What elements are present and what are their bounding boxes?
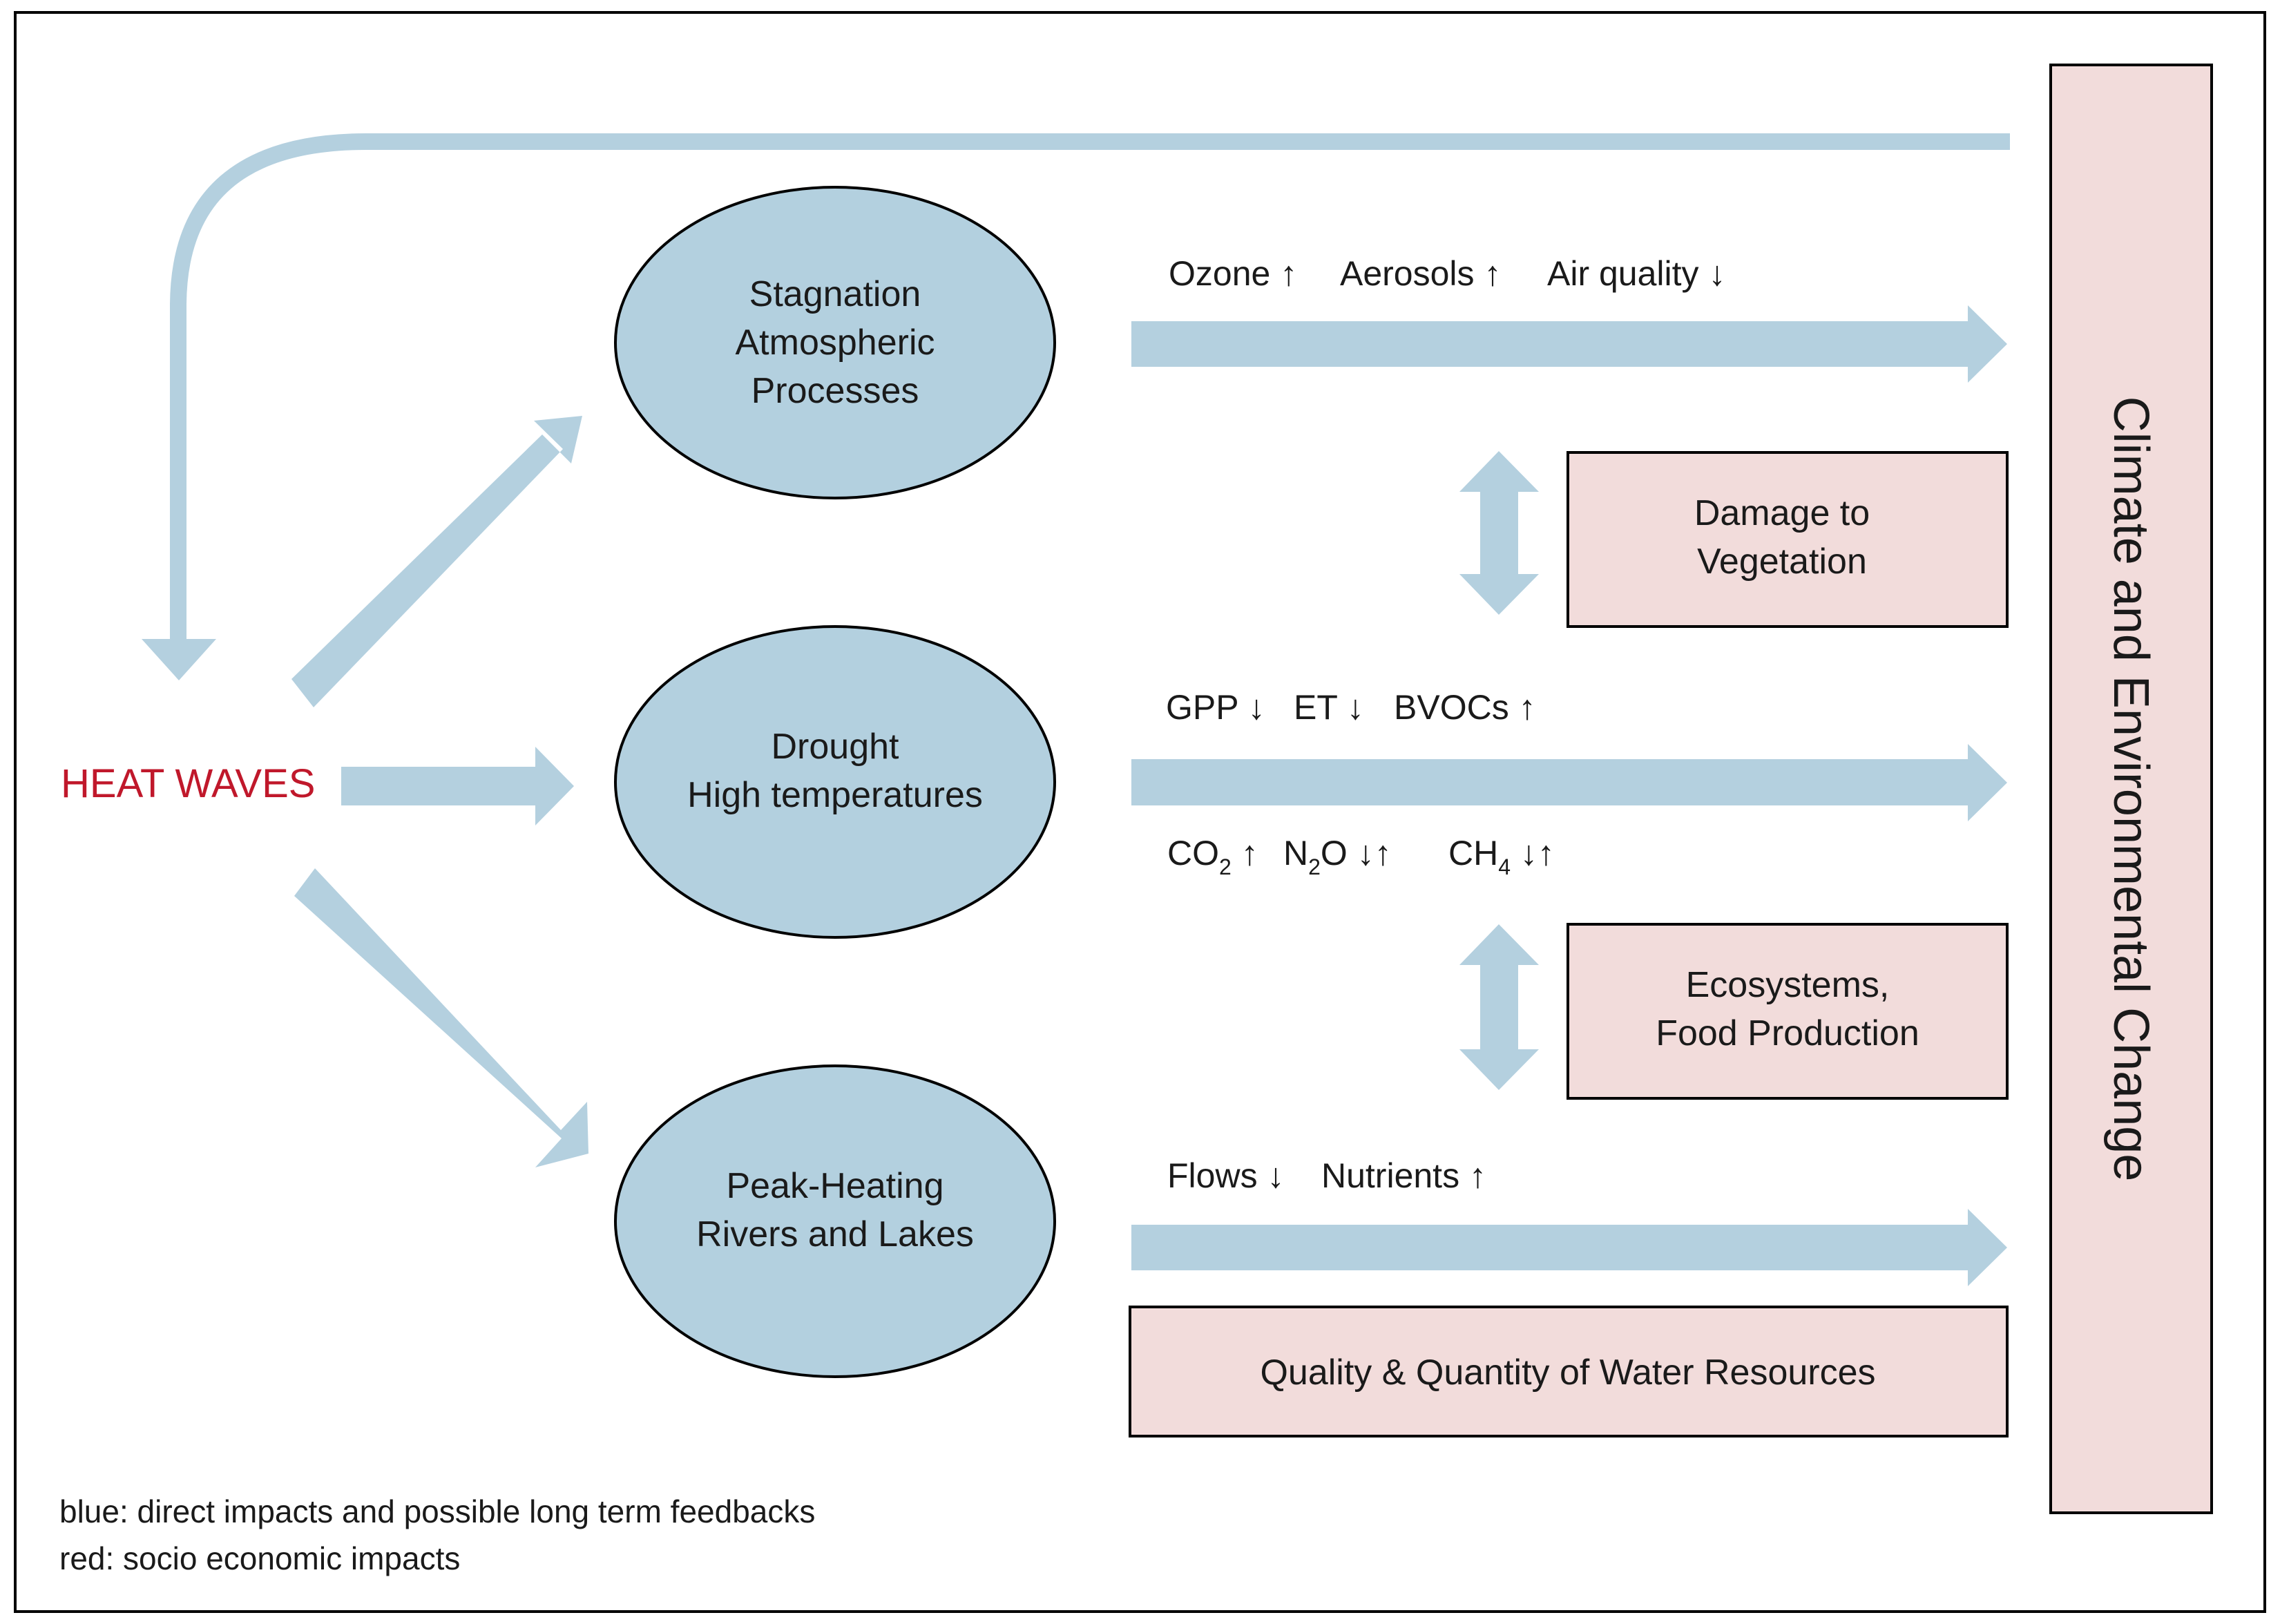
peak-heating-process-node	[614, 1064, 1056, 1378]
indicator-gpp: GPP ↓	[1166, 688, 1265, 727]
climate-change-label: Climate and Environmental Change	[2103, 397, 2158, 1182]
climate-change-box	[2049, 64, 2213, 1514]
stagnation-process-node	[614, 186, 1056, 499]
peak-heating-line-1: Peak-Heating	[726, 1166, 943, 1206]
double-arrow-ecosystems	[1459, 924, 1539, 1090]
heat-waves-label: HEAT WAVES	[61, 761, 315, 806]
double-arrow-vegetation	[1459, 451, 1539, 615]
impact-ecosystems-line-1: Ecosystems,	[1686, 965, 1890, 1005]
stagnation-line-2: Atmospheric	[736, 323, 935, 363]
indicator-ozone: Ozone ↑	[1169, 254, 1297, 293]
legend-blue: blue: direct impacts and possible long t…	[59, 1493, 815, 1529]
indicator-bvocs: BVOCs ↑	[1394, 688, 1536, 727]
impact-box-vegetation	[1567, 451, 2009, 628]
indicator-ch4: CH4 ↓↑	[1448, 834, 1555, 879]
indicator-nutrients: Nutrients ↑	[1321, 1156, 1486, 1195]
impact-vegetation-line-1: Damage to	[1694, 493, 1870, 533]
indicator-flows: Flows ↓	[1167, 1156, 1284, 1195]
legend-red: red: socio economic impacts	[59, 1540, 460, 1576]
indicator-n2o: N2O ↓↑	[1283, 834, 1392, 879]
arrow-stagnation-to-climate	[1131, 305, 2007, 383]
drought-line-1: Drought	[772, 727, 900, 767]
indicator-air-quality: Air quality ↓	[1547, 254, 1725, 293]
drought-process-node	[614, 625, 1056, 939]
indicator-et: ET ↓	[1294, 688, 1364, 727]
peak-heating-line-2: Rivers and Lakes	[696, 1214, 974, 1254]
impact-box-water	[1129, 1306, 2009, 1437]
stagnation-line-3: Processes	[751, 371, 919, 411]
arrow-heat-to-drought	[341, 747, 574, 825]
feedback-loop-arrowhead	[142, 639, 216, 680]
indicator-co2: CO2 ↑	[1167, 834, 1258, 879]
indicator-aerosols: Aerosols ↑	[1340, 254, 1501, 293]
arrow-drought-to-climate	[1131, 744, 2007, 821]
stagnation-line-1: Stagnation	[749, 274, 921, 314]
impact-ecosystems-line-2: Food Production	[1656, 1013, 1919, 1053]
arrow-peak-heating-to-climate	[1131, 1209, 2007, 1286]
arrow-heat-to-peak-heating	[294, 868, 588, 1167]
impact-water-label: Quality & Quantity of Water Resources	[1260, 1353, 1875, 1393]
arrow-heat-to-stagnation	[291, 416, 582, 707]
impact-box-ecosystems	[1567, 923, 2009, 1100]
feedback-loop-arrow	[170, 133, 2010, 649]
impact-vegetation-line-2: Vegetation	[1697, 542, 1867, 582]
drought-line-2: High temperatures	[687, 775, 983, 815]
